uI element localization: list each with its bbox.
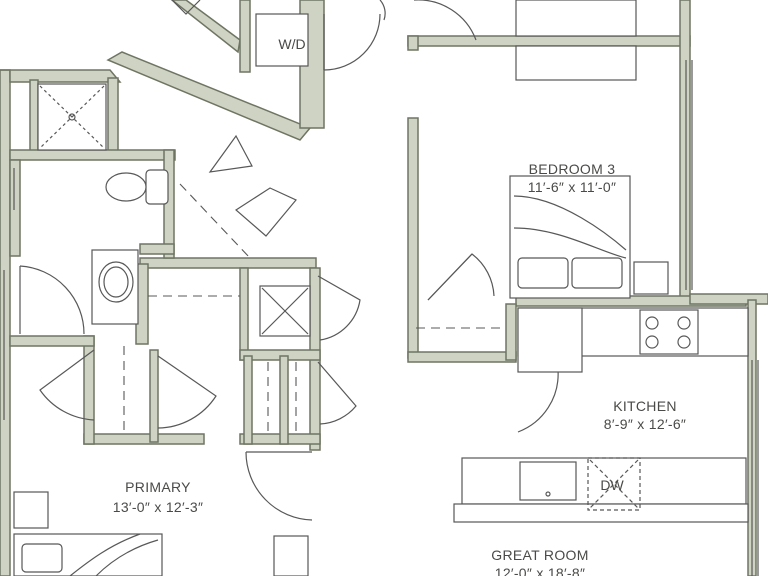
dishwasher-label: DW	[600, 477, 624, 493]
room-labels: BEDROOM 3 11′-6″ x 11′-0″ KITCHEN 8′-9″ …	[113, 36, 686, 576]
wall-closet-right	[505, 303, 517, 361]
wall-bedroom3-right	[679, 0, 691, 301]
washer-dryer-box	[255, 13, 309, 67]
wall-upper-bath-right	[107, 77, 119, 159]
wall-bedroom3-left	[407, 117, 419, 359]
room-name-bedroom-3: BEDROOM 3	[529, 161, 616, 177]
wall-tub-post	[139, 243, 175, 255]
dresser	[515, 0, 637, 37]
room-name-kitchen: KITCHEN	[613, 398, 677, 414]
washer-dryer-label: W/D	[278, 36, 305, 52]
toilet	[105, 169, 169, 205]
wall-bedroom3-left-upper	[407, 35, 419, 51]
room-name-great-room: GREAT ROOM	[491, 547, 588, 563]
wall-hall-closet-left	[239, 267, 249, 361]
wall-laundry-top	[170, 0, 241, 54]
wall-closet-bottom	[407, 351, 517, 363]
doors	[19, 0, 559, 521]
wall-bath-bottom	[9, 149, 176, 161]
room-name-primary: PRIMARY	[125, 479, 191, 495]
wall-primary-mid-2	[279, 355, 289, 445]
fixtures	[13, 0, 749, 576]
windows	[3, 60, 759, 576]
bed-primary	[13, 533, 163, 576]
nightstand-primary-right	[273, 535, 309, 576]
wall-kitchen-right-top	[689, 293, 768, 305]
island-overhang	[453, 503, 749, 523]
kitchen-island	[461, 457, 747, 505]
wall-laundry-left	[239, 0, 251, 73]
wall-left-exterior	[0, 69, 11, 576]
wall-primary-left-closet	[83, 335, 95, 445]
wall-primary-top	[83, 433, 205, 445]
wall-top-left	[0, 69, 122, 83]
room-size-primary: 13′-0″ x 12′-3″	[113, 499, 203, 515]
wall-bath-right-v	[9, 159, 21, 257]
room-size-great-room: 12′-0″ x 18′-8″	[495, 565, 585, 576]
room-size-bedroom-3: 11′-6″ x 11′-0″	[528, 179, 616, 195]
room-size-kitchen: 8′-9″ x 12′-6″	[604, 416, 686, 432]
wall-upper-bath-left	[29, 79, 39, 153]
wall-bedroom3-top	[407, 35, 691, 47]
nightstand-primary	[13, 491, 49, 529]
wall-primary-mid-1	[243, 355, 253, 445]
dishwasher-box	[587, 457, 641, 511]
wall-hall-top	[139, 257, 317, 269]
wall-primary-left-upper	[9, 335, 95, 347]
bed-bedroom3	[509, 175, 669, 299]
wall-primary-closet-div	[149, 349, 159, 443]
bed-headboard-shelf	[515, 45, 637, 81]
refrigerator	[517, 307, 583, 373]
